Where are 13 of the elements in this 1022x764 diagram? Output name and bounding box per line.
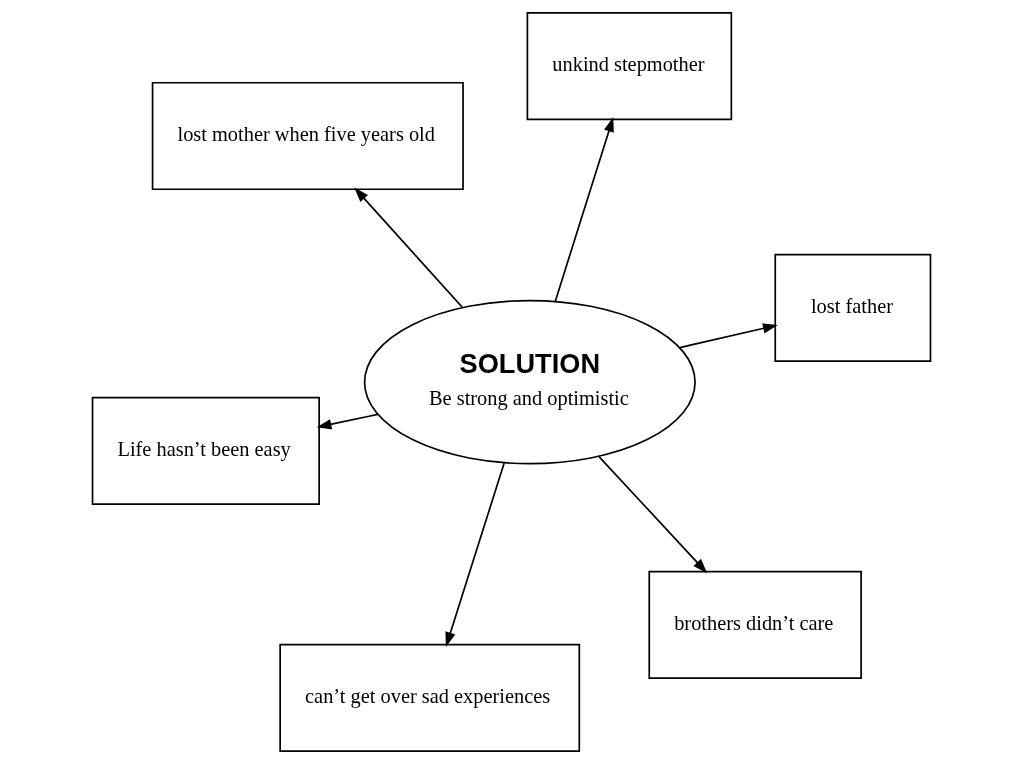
node-box: unkind stepmother [526,12,732,121]
arrow [316,413,379,430]
node-box: lost father [773,253,931,362]
node-box: can’t get over sad experiences [278,643,580,752]
node-ellipse: SOLUTION Be strong and optimistic [363,299,696,465]
arrow [554,117,614,302]
node-box: brothers didn’t care [647,570,862,679]
arrow [444,462,505,647]
arrow [597,455,707,574]
node-box: lost mother when five years old [151,81,464,191]
arrow [353,187,463,309]
node-box: Life hasn’t been easy [91,396,320,505]
arrow [678,323,778,349]
